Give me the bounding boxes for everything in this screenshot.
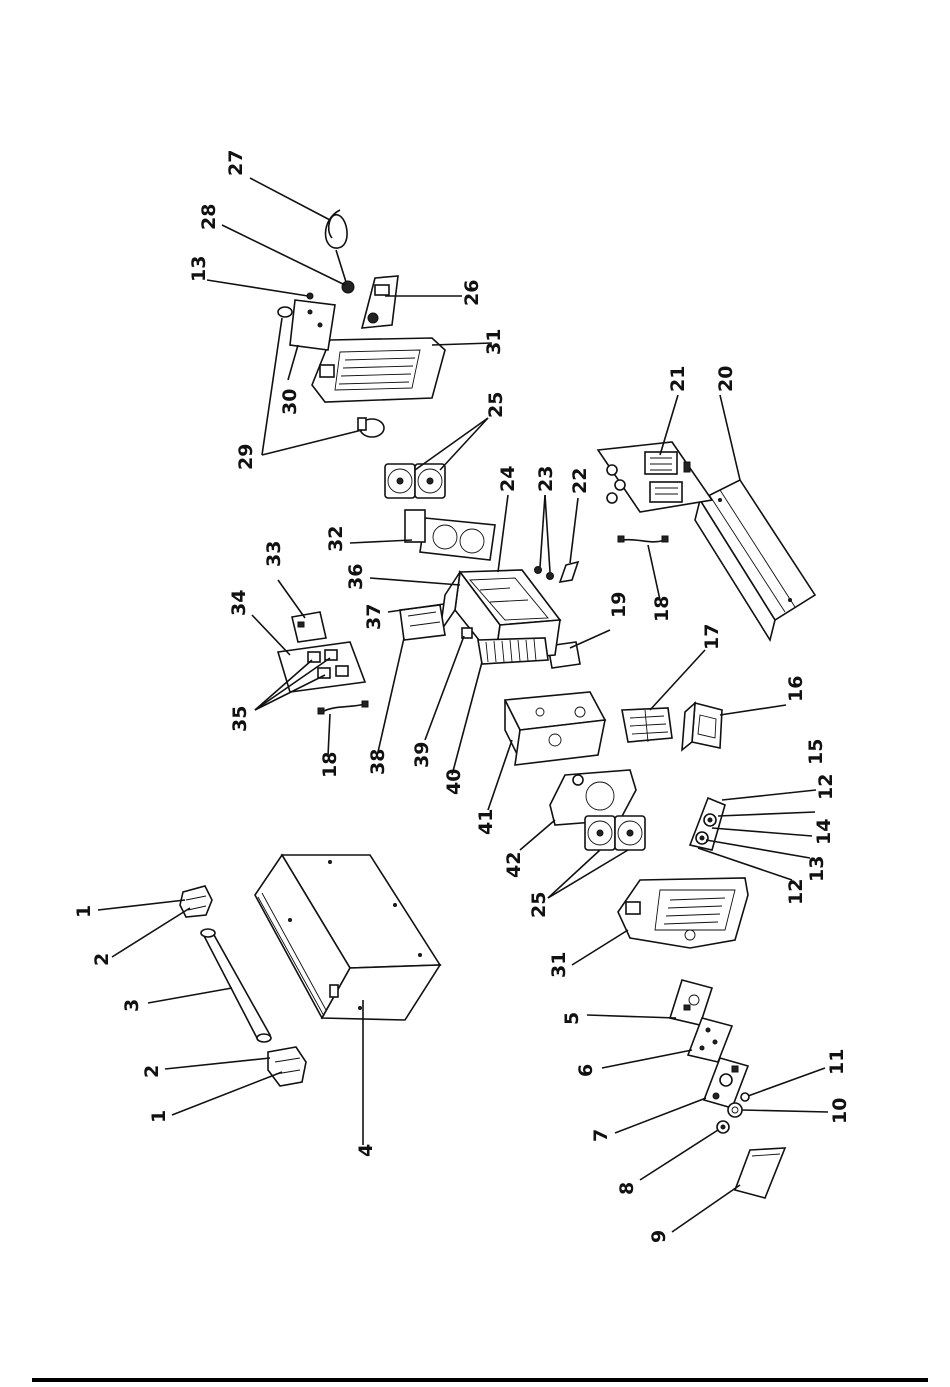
auxiliary-pcb	[292, 612, 326, 642]
inner-chassis	[505, 692, 605, 765]
label-26: 26	[461, 280, 483, 306]
label-41: 41	[475, 809, 497, 835]
label-23: 23	[535, 466, 557, 492]
label-39: 39	[411, 742, 433, 768]
label-14: 14	[813, 819, 835, 845]
label-6: 6	[575, 1064, 597, 1077]
label-15: 15	[805, 739, 827, 765]
label-3: 3	[121, 999, 143, 1012]
label-25-upper: 25	[485, 392, 507, 418]
output-connector	[728, 1103, 742, 1117]
label-13-lower: 13	[806, 856, 828, 882]
mounting-bracket	[400, 605, 445, 640]
thermal-pads	[535, 567, 554, 580]
main-power-pcb	[598, 442, 712, 512]
label-33: 33	[263, 541, 285, 567]
cable-harness-upper	[618, 536, 668, 542]
label-24: 24	[497, 466, 519, 492]
label-5: 5	[561, 1012, 583, 1025]
label-42: 42	[503, 852, 525, 878]
label-12-lower: 12	[785, 879, 807, 905]
cooling-fan-pair-lower	[585, 816, 645, 850]
label-30: 30	[279, 389, 301, 415]
label-22: 22	[569, 468, 591, 494]
handle-end-cap-top	[180, 886, 212, 917]
heatsink	[478, 638, 548, 664]
label-13-upper: 13	[188, 256, 210, 282]
label-31-upper: 31	[483, 329, 505, 355]
label-12-upper: 12	[815, 774, 837, 800]
label-16: 16	[785, 676, 807, 702]
label-17: 17	[701, 624, 723, 650]
label-1-lower: 1	[148, 1110, 170, 1123]
label-2-lower: 2	[141, 1065, 163, 1078]
handle-tube	[201, 929, 271, 1042]
front-panel-plate	[688, 1018, 732, 1062]
label-18-upper: 18	[651, 596, 673, 622]
label-18-lower: 18	[319, 752, 341, 778]
rear-switch	[358, 418, 384, 437]
label-35: 35	[229, 706, 251, 732]
outer-cover-housing	[255, 855, 440, 1020]
front-panel	[704, 1058, 748, 1108]
label-32: 32	[325, 526, 347, 552]
gas-inlet-cap	[278, 307, 292, 317]
control-knob	[717, 1121, 729, 1133]
handle-end-cap-bottom	[268, 1047, 306, 1086]
front-frame-panel	[618, 878, 748, 948]
label-25-lower: 25	[528, 892, 550, 918]
label-31-lower: 31	[548, 952, 570, 978]
label-2-upper: 2	[91, 953, 113, 966]
label-7: 7	[590, 1129, 612, 1142]
front-protective-cover	[735, 1148, 785, 1198]
capacitor-block	[622, 708, 672, 742]
label-4: 4	[355, 1144, 377, 1157]
label-8: 8	[616, 1182, 638, 1195]
base-tray	[695, 480, 815, 640]
label-36: 36	[345, 564, 367, 590]
label-1-upper: 1	[73, 905, 95, 918]
rear-connector-plate	[290, 300, 335, 350]
label-10: 10	[829, 1098, 851, 1124]
power-cord	[326, 210, 348, 282]
label-40: 40	[443, 769, 465, 795]
label-28: 28	[198, 204, 220, 230]
label-29: 29	[235, 444, 257, 470]
page-footer-rule	[32, 1378, 928, 1382]
rear-frame-panel	[312, 338, 445, 402]
label-37: 37	[363, 604, 385, 630]
fan-bracket-upper	[405, 510, 495, 560]
label-9: 9	[648, 1230, 670, 1243]
cable-gland	[342, 281, 354, 293]
label-20: 20	[715, 366, 737, 392]
label-19: 19	[608, 592, 630, 618]
label-11: 11	[826, 1049, 848, 1075]
small-connector	[741, 1093, 749, 1101]
cable-harness-lower	[318, 701, 368, 714]
label-38: 38	[367, 749, 389, 775]
rectifier-bracket	[560, 562, 578, 582]
transformer	[682, 703, 722, 750]
cable-clamp-plate	[362, 276, 398, 328]
label-21: 21	[667, 366, 689, 392]
label-34: 34	[228, 590, 250, 616]
label-27: 27	[225, 150, 247, 176]
